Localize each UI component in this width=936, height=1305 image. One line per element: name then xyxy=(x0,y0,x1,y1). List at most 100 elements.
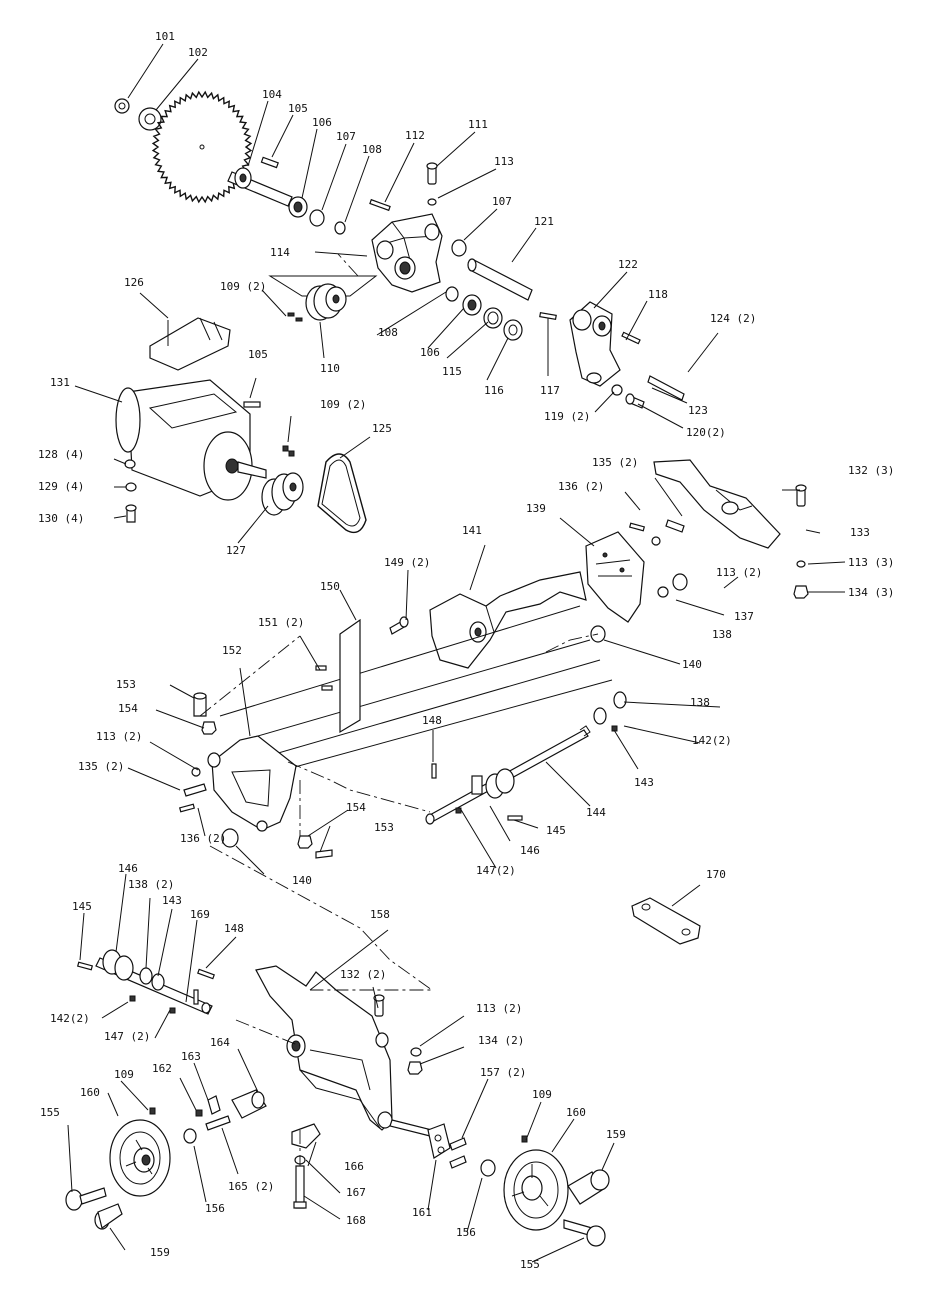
callout-l109c: 109 xyxy=(114,1068,134,1081)
callout-l153a: 153 xyxy=(116,678,136,691)
callout-l131: 131 xyxy=(50,376,70,389)
callout-l141: 141 xyxy=(462,524,482,537)
guide-rods xyxy=(219,605,613,777)
callout-l114: 114 xyxy=(270,246,290,259)
callout-l156a: 156 xyxy=(205,1202,225,1215)
callout-l116: 116 xyxy=(484,384,504,397)
callout-l167: 167 xyxy=(346,1186,366,1199)
callout-l144: 144 xyxy=(586,806,606,819)
callout-l159a: 159 xyxy=(606,1128,626,1141)
callout-l162: 162 xyxy=(152,1062,172,1075)
bracket-screw xyxy=(426,162,438,206)
callout-l155b: 155 xyxy=(520,1258,540,1271)
nut-rear xyxy=(503,319,523,341)
callout-l157: 157 (2) xyxy=(480,1066,526,1079)
motor-mount-plate xyxy=(149,317,231,371)
arbor-key xyxy=(260,156,279,169)
blade-nut xyxy=(114,98,130,114)
callout-l147a: 147(2) xyxy=(476,864,516,877)
pivot-shaft xyxy=(467,258,533,301)
callout-l142a: 142(2) xyxy=(692,734,732,747)
front-bracket-hw xyxy=(373,994,423,1075)
callout-l142b: 142(2) xyxy=(50,1012,90,1025)
callout-l105a: 105 xyxy=(288,102,308,115)
clamp-166 xyxy=(291,1123,321,1209)
callout-l151: 151 (2) xyxy=(258,616,304,629)
callout-l164: 164 xyxy=(210,1036,230,1049)
wave-washer-rear xyxy=(451,239,467,257)
handwheel-left xyxy=(109,1107,171,1197)
callout-l153b: 153 xyxy=(374,821,394,834)
spacer-rear xyxy=(445,286,459,302)
callout-l113b: 113 (2) xyxy=(716,566,762,579)
saw-blade xyxy=(151,90,253,204)
setscrews-a xyxy=(287,312,303,322)
callout-l132a: 132 (3) xyxy=(848,464,894,477)
callout-l110: 110 xyxy=(320,362,340,375)
callout-l115: 115 xyxy=(442,365,462,378)
callout-l117: 117 xyxy=(540,384,560,397)
callout-l140a: 140 xyxy=(682,658,702,671)
callout-l129: 129 (4) xyxy=(38,480,84,493)
callout-l154a: 154 xyxy=(118,702,138,715)
callout-l111: 111 xyxy=(468,118,488,131)
callout-l161: 161 xyxy=(412,1206,432,1219)
callout-l150: 150 xyxy=(320,580,340,593)
miter-gauge-170 xyxy=(631,897,701,945)
callout-l148a: 148 xyxy=(422,714,442,727)
callout-l133: 133 xyxy=(850,526,870,539)
motor-pulley xyxy=(261,472,304,516)
callout-l156b: 156 xyxy=(456,1226,476,1239)
motor-key xyxy=(243,401,261,408)
front-trunnion xyxy=(207,735,297,832)
callout-l165: 165 (2) xyxy=(228,1180,274,1193)
spacer xyxy=(334,221,346,235)
frame-screw xyxy=(389,616,409,635)
callout-l134b: 134 (2) xyxy=(478,1034,524,1047)
front-tilt-bracket xyxy=(255,965,393,1131)
callout-l101: 101 xyxy=(155,30,175,43)
callout-l138a: 138 xyxy=(712,628,732,641)
callout-l170: 170 xyxy=(706,868,726,881)
leadscrew-front xyxy=(425,725,591,825)
callout-l169: 169 xyxy=(190,908,210,921)
callout-l123: 123 xyxy=(688,404,708,417)
rear-trunnion-screw xyxy=(793,484,809,599)
callout-l136b: 136 (2) xyxy=(180,832,226,845)
callout-l120: 120(2) xyxy=(686,426,726,439)
trunnion-bracket xyxy=(569,301,621,387)
callout-l109d: 109 xyxy=(532,1088,552,1101)
bearing-rear xyxy=(462,294,482,316)
callout-l154b: 154 xyxy=(346,801,366,814)
callout-l135b: 135 (2) xyxy=(78,760,124,773)
callout-l146a: 146 xyxy=(520,844,540,857)
callout-l113e: 113 (2) xyxy=(476,1002,522,1015)
callout-l135a: 135 (2) xyxy=(592,456,638,469)
handwheel-right xyxy=(503,1135,569,1231)
callout-l118: 118 xyxy=(648,288,668,301)
callout-l145a: 145 xyxy=(546,824,566,837)
arbor-bracket xyxy=(371,213,443,293)
callout-l134a: 134 (3) xyxy=(848,586,894,599)
callout-l140b: 140 xyxy=(292,874,312,887)
arbor-shaft xyxy=(227,167,293,207)
arbor-bearing-front xyxy=(288,196,308,218)
callout-l137: 137 xyxy=(734,610,754,623)
callout-l149: 149 (2) xyxy=(384,556,430,569)
bearing-rear-2 xyxy=(483,307,503,329)
dowels-151 xyxy=(315,665,333,691)
callout-l136a: 136 (2) xyxy=(558,480,604,493)
rear-trunnion xyxy=(585,531,645,623)
callout-l158: 158 xyxy=(370,908,390,921)
callout-l125: 125 xyxy=(372,422,392,435)
callout-l109b: 109 (2) xyxy=(320,398,366,411)
washer-156-left xyxy=(183,1128,197,1144)
trunnion-pin xyxy=(539,311,557,321)
callout-l119: 119 (2) xyxy=(544,410,590,423)
motor-plate-150 xyxy=(339,618,361,734)
callout-l130: 130 (4) xyxy=(38,512,84,525)
callout-l108a: 108 xyxy=(362,143,382,156)
callout-l109a: 109 (2) xyxy=(220,280,266,293)
trunnion-key xyxy=(621,331,641,345)
